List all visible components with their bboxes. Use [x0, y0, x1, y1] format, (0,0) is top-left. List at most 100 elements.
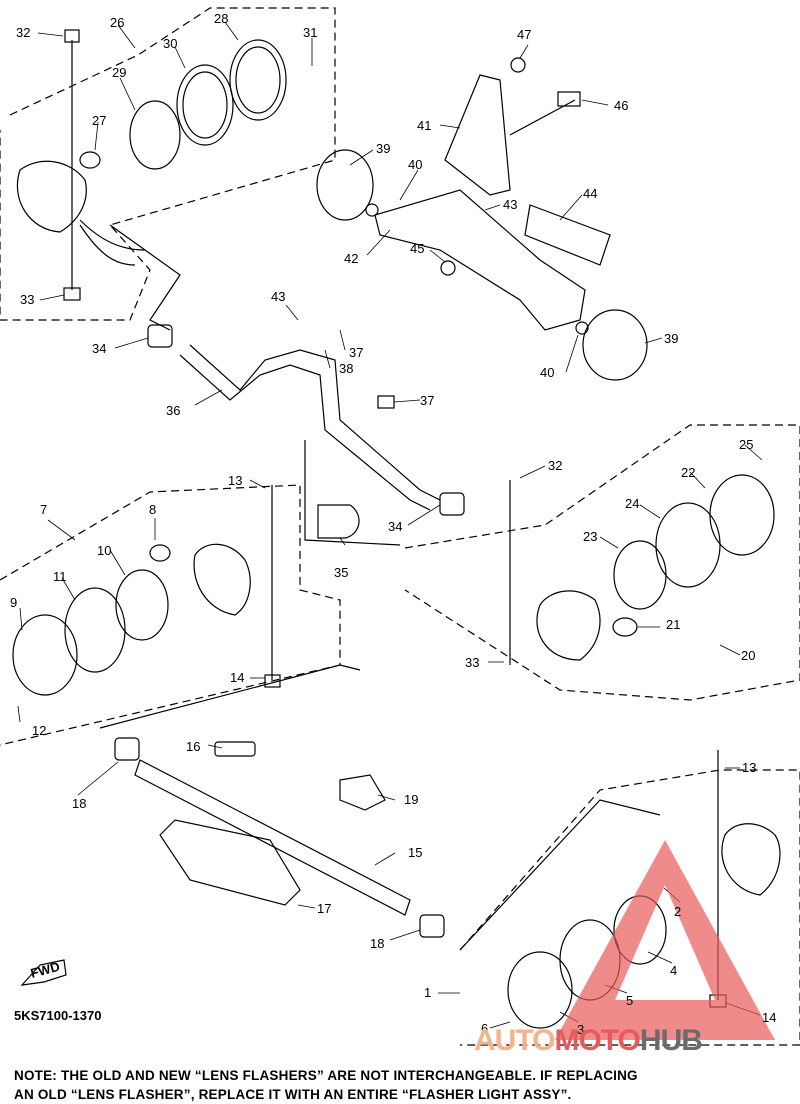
label-12: 12	[32, 723, 46, 738]
shaft-46	[509, 99, 576, 136]
stay-15	[134, 759, 411, 916]
cover-17	[159, 819, 301, 906]
label-19: 19	[404, 792, 418, 807]
label-9: 9	[10, 595, 17, 610]
label-34a: 34	[92, 341, 106, 356]
gasket-23	[613, 540, 667, 610]
note-line-2: AN OLD “LENS FLASHER”, REPLACE IT WITH A…	[14, 1087, 572, 1102]
label-23: 23	[583, 529, 597, 544]
label-43a: 43	[503, 197, 517, 212]
label-10: 10	[97, 543, 111, 558]
label-41: 41	[417, 118, 431, 133]
label-44: 44	[583, 186, 597, 201]
lens-28	[229, 39, 287, 121]
rim-11	[64, 587, 126, 673]
watermark-part3: HUB	[639, 1024, 703, 1057]
plate-41	[444, 74, 511, 196]
label-39a: 39	[376, 141, 390, 156]
bolt-37	[377, 395, 395, 409]
label-22: 22	[681, 465, 695, 480]
note-text: NOTE: THE OLD AND NEW “LENS FLASHERS” AR…	[14, 1066, 794, 1104]
label-2: 2	[674, 904, 681, 919]
label-36: 36	[166, 403, 180, 418]
rim-30	[176, 64, 234, 146]
flasher-housing-26	[16, 160, 87, 233]
bulb-27	[79, 151, 101, 169]
label-11: 11	[53, 569, 67, 584]
damper-34-right	[439, 492, 465, 516]
label-24: 24	[625, 496, 639, 511]
bolt-32-head	[64, 29, 80, 43]
label-27: 27	[92, 113, 106, 128]
label-45: 45	[410, 241, 424, 256]
nut-47	[510, 57, 526, 73]
lens-3	[507, 951, 573, 1029]
label-26: 26	[110, 15, 124, 30]
nut-33	[63, 287, 81, 301]
label-43b: 43	[271, 289, 285, 304]
label-31: 31	[303, 25, 317, 40]
label-15: 15	[408, 845, 422, 860]
label-40b: 40	[540, 365, 554, 380]
note-line-1: NOTE: THE OLD AND NEW “LENS FLASHERS” AR…	[14, 1068, 638, 1083]
label-6: 6	[481, 1021, 488, 1036]
reflector-39-bottom	[582, 309, 648, 381]
nut-45	[440, 260, 456, 276]
guide-line-lower	[99, 664, 361, 729]
flasher-housing-1	[721, 823, 781, 896]
label-8: 8	[149, 502, 156, 517]
label-33b: 33	[465, 655, 479, 670]
label-32b: 32	[548, 458, 562, 473]
label-18a: 18	[72, 796, 86, 811]
label-17: 17	[317, 901, 331, 916]
wire-26	[79, 219, 146, 251]
nut-14-left	[264, 674, 281, 688]
reflector-39-top	[316, 149, 374, 221]
label-37b: 37	[420, 393, 434, 408]
rim-24	[655, 502, 721, 588]
watermark-triangle	[555, 840, 775, 1040]
label-21: 21	[666, 617, 680, 632]
damper-18-bottom	[419, 914, 445, 938]
damper-34-left	[147, 324, 173, 348]
bulb-21	[612, 617, 638, 637]
watermark-part2: MOTO	[554, 1024, 640, 1057]
label-16: 16	[186, 739, 200, 754]
label-20: 20	[741, 648, 755, 663]
label-18b: 18	[370, 936, 384, 951]
bracket-42	[374, 189, 586, 331]
fwd-label: FWD	[29, 959, 61, 981]
label-37a: 37	[349, 345, 363, 360]
wire-26b	[79, 224, 136, 266]
bolt-16	[214, 741, 256, 757]
damper-18-top	[114, 737, 140, 761]
clamp-19	[339, 774, 386, 811]
washer-40-bottom	[575, 321, 589, 335]
label-42: 42	[344, 251, 358, 266]
label-1: 1	[424, 985, 431, 1000]
flasher-housing-7	[193, 543, 251, 616]
diagram-code: 5KS7100-1370	[14, 1008, 102, 1023]
label-38: 38	[339, 361, 353, 376]
bracket-stay-36	[189, 344, 441, 501]
cover-35	[317, 504, 360, 539]
label-40a: 40	[408, 157, 422, 172]
label-30: 30	[163, 36, 177, 51]
guide-line-top	[109, 224, 181, 331]
assembly-7-boundary	[0, 484, 341, 746]
watermark-text: AUTOMOTOHUB	[474, 1024, 703, 1058]
label-25: 25	[739, 437, 753, 452]
label-46: 46	[614, 98, 628, 113]
label-4: 4	[670, 963, 677, 978]
label-14a: 14	[230, 670, 244, 685]
label-3: 3	[577, 1022, 584, 1037]
label-35: 35	[334, 565, 348, 580]
part-labels: 1 2 3 4 5 6 7 8 9 10 11 12 13 13 14 14 1…	[10, 11, 776, 1037]
label-13a: 13	[228, 473, 242, 488]
label-34b: 34	[388, 519, 402, 534]
watermark-part1: AUTO	[474, 1024, 555, 1057]
bulb-8	[149, 544, 171, 562]
lens-28-inner	[235, 46, 281, 114]
fwd-arrow-icon	[20, 959, 67, 986]
